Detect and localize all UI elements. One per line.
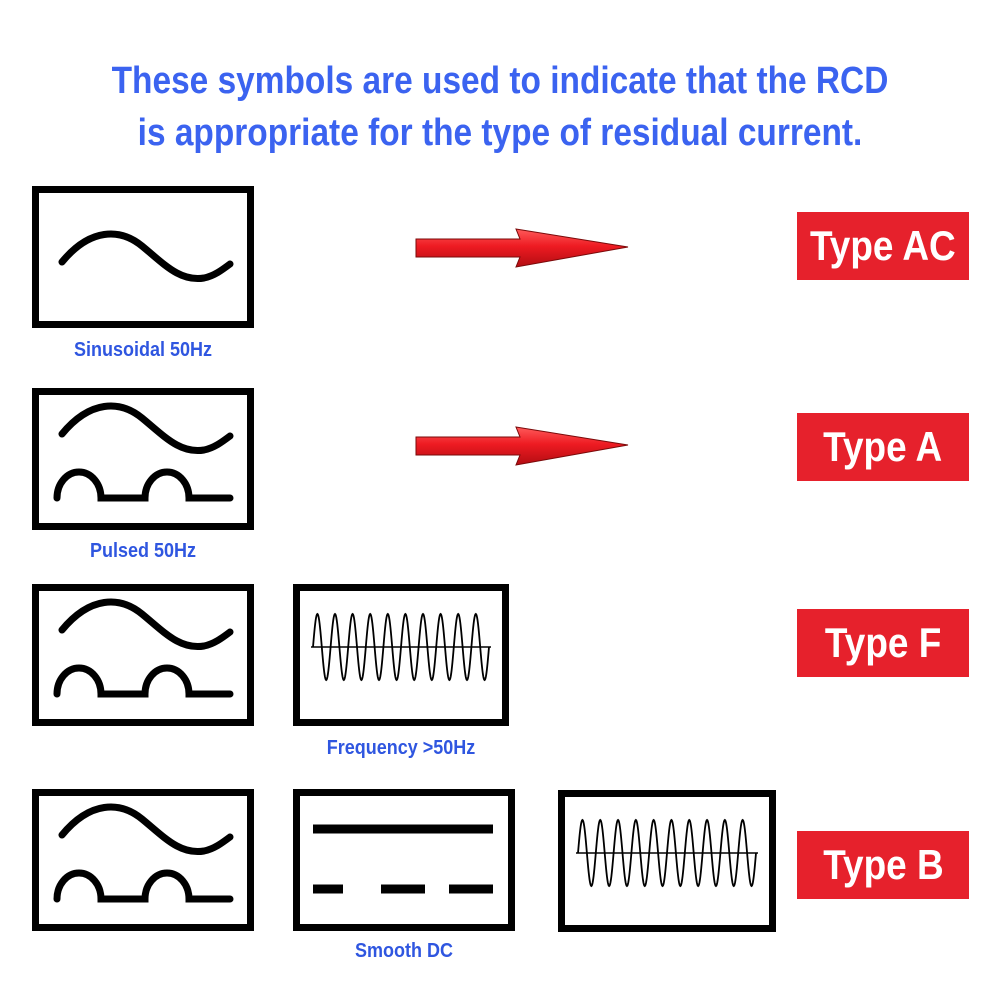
sinusoidal-wave-icon <box>32 186 254 328</box>
pulsed-wave-icon <box>32 388 254 530</box>
title-line-2: is appropriate for the type of residual … <box>137 112 863 154</box>
pulsed-caption: Pulsed 50Hz <box>89 540 197 562</box>
sinusoidal-caption: Sinusoidal 50Hz <box>73 339 213 361</box>
type-a-label: Type A <box>797 413 969 481</box>
smooth-dc-caption: Smooth DC <box>354 940 453 962</box>
high-frequency-wave-icon <box>558 790 776 932</box>
title-line-1: These symbols are used to indicate that … <box>111 60 889 102</box>
right-arrow-icon <box>415 228 629 268</box>
high-frequency-wave-icon <box>293 584 509 726</box>
type-b-label: Type B <box>797 831 969 899</box>
type-f-label: Type F <box>797 609 969 677</box>
frequency-caption: Frequency >50Hz <box>326 737 476 759</box>
type-ac-label: Type AC <box>797 212 969 280</box>
pulsed-wave-icon <box>32 584 254 726</box>
pulsed-wave-icon <box>32 789 254 931</box>
right-arrow-icon <box>415 426 629 466</box>
smooth-dc-icon <box>293 789 515 931</box>
